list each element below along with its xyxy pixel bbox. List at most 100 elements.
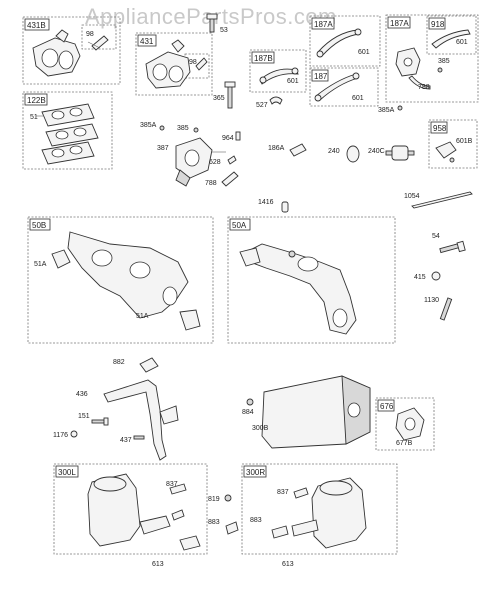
box-label-431B: 431B — [27, 21, 46, 30]
callout-53: 53 — [220, 27, 228, 34]
fuel-filter-240 — [346, 145, 360, 163]
callout-436: 436 — [76, 391, 88, 398]
cable-tie-1054 — [411, 191, 473, 209]
gasket-set — [41, 103, 99, 165]
callout-385A: 385A — [378, 107, 395, 114]
box-187B: 187B — [249, 49, 307, 93]
box-label-50B: 50B — [32, 221, 46, 230]
bolt-365 — [224, 81, 236, 109]
callout-437: 437 — [120, 437, 132, 444]
callout-385: 385 — [177, 125, 189, 132]
carburetor-assembly — [175, 137, 226, 187]
callout-385A: 385A — [140, 122, 157, 129]
part-1176 — [70, 430, 78, 438]
callout-385: 385 — [438, 58, 450, 65]
bolt-437 — [133, 435, 145, 440]
callout-240C: 240C — [368, 148, 385, 155]
box-300L: 300L — [53, 463, 208, 555]
box-label-187: 187 — [314, 72, 328, 81]
box-958: 958 — [428, 119, 478, 169]
callout-1130: 1130 — [424, 297, 439, 304]
callout-1054: 1054 — [404, 193, 420, 200]
bolt-54 — [439, 240, 466, 254]
callout-837: 837 — [166, 481, 178, 488]
callout-1176: 1176 — [53, 432, 68, 439]
callout-677B: 677B — [396, 440, 413, 447]
callout-613: 613 — [282, 561, 294, 568]
fuel-filter-240C — [385, 145, 415, 161]
callout-628: 628 — [209, 159, 221, 166]
fuel-line-918 — [431, 29, 471, 49]
stud-1130 — [439, 297, 453, 321]
callout-51A: 51A — [136, 313, 149, 320]
callout-98: 98 — [86, 31, 94, 38]
bolt-53 — [206, 13, 218, 33]
callout-788: 788 — [205, 180, 217, 187]
callout-415: 415 — [414, 274, 426, 281]
callout-54: 54 — [432, 233, 440, 240]
callout-601: 601 — [358, 49, 370, 56]
intake-manifold-50A — [239, 243, 357, 335]
callout-98: 98 — [189, 59, 197, 66]
callout-882: 882 — [113, 359, 125, 366]
callout-51A: 51A — [34, 261, 47, 268]
callout-601B: 601B — [456, 138, 473, 145]
muffler-300B — [246, 375, 371, 449]
box-431: 431 — [135, 32, 213, 96]
carburetor-adapter-431 — [145, 51, 191, 89]
callout-1416: 1416 — [258, 199, 274, 206]
box-187A: 187A — [309, 15, 381, 67]
clamp-527 — [269, 96, 283, 105]
exhaust-pipe-436 — [103, 357, 179, 461]
callout-788: 788 — [418, 84, 430, 91]
part-415 — [431, 271, 441, 281]
box-300R: 300R — [241, 463, 398, 555]
callout-883: 883 — [250, 517, 262, 524]
box-431B: 431B — [22, 16, 121, 85]
callout-527: 527 — [256, 102, 268, 109]
callout-884: 884 — [242, 409, 254, 416]
callout-883: 883 — [208, 519, 220, 526]
callout-240: 240 — [328, 148, 340, 155]
intake-manifold-50B — [51, 231, 201, 331]
callout-819: 819 — [208, 496, 220, 503]
box-50A: 50A — [227, 216, 396, 344]
part-819 — [224, 494, 232, 502]
box-label-187B: 187B — [254, 54, 273, 63]
muffler-300L — [87, 473, 201, 551]
callout-186A: 186A — [268, 145, 285, 152]
bolt-151 — [91, 417, 109, 426]
box-50B: 50B — [27, 216, 214, 344]
box-676: 676 — [375, 397, 435, 451]
callout-601: 601 — [456, 39, 468, 46]
box-122B: 122B — [22, 91, 113, 170]
box-label-918: 918 — [431, 20, 445, 29]
fuel-line-187A — [317, 29, 361, 57]
callout-51: 51 — [30, 114, 38, 121]
callout-837: 837 — [277, 489, 289, 496]
callout-601: 601 — [287, 78, 299, 85]
box-label-50A: 50A — [232, 221, 247, 230]
box-label-958: 958 — [433, 124, 447, 133]
box-187A-pump: 187A 918 — [385, 14, 479, 103]
box-label-300R: 300R — [246, 468, 265, 477]
muffler-300R — [271, 477, 367, 549]
fitting-186A — [289, 143, 307, 157]
box-label-187A-pump: 187A — [390, 19, 409, 28]
box-label-300L: 300L — [58, 468, 76, 477]
box-label-431: 431 — [140, 37, 154, 46]
callout-601: 601 — [352, 95, 364, 102]
callout-613: 613 — [152, 561, 164, 568]
box-label-122B: 122B — [27, 96, 46, 105]
fuel-line-187B — [259, 68, 299, 85]
callout-300B: 300B — [252, 425, 269, 432]
callout-365: 365 — [213, 95, 225, 102]
callout-387: 387 — [157, 145, 169, 152]
callout-151: 151 — [78, 413, 90, 420]
part-1416 — [281, 201, 289, 213]
callout-964: 964 — [222, 135, 234, 142]
box-label-187A: 187A — [314, 20, 333, 29]
box-label-676: 676 — [380, 402, 394, 411]
